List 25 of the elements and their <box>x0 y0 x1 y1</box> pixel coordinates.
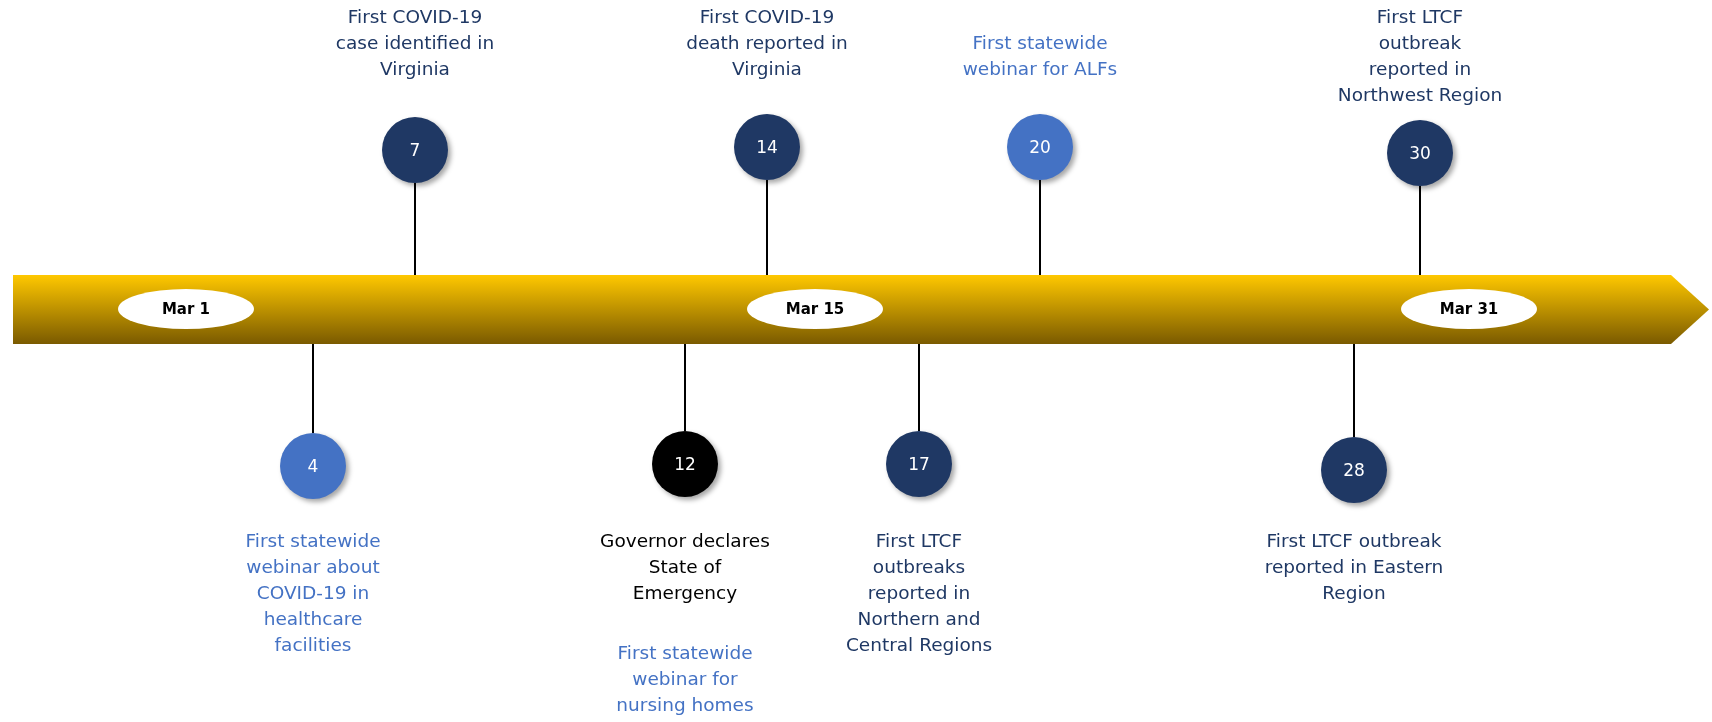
event-description: Governor declares State of Emergency <box>600 529 770 605</box>
event-description: First COVID-19 death reported in Virginia <box>685 5 849 81</box>
event-description: First statewide webinar for nursing homes <box>615 641 755 717</box>
day-circle: 30 <box>1387 120 1453 186</box>
day-circle: 28 <box>1321 437 1387 503</box>
connector-line <box>312 343 314 434</box>
connector-line <box>1039 179 1041 276</box>
connector-line <box>766 179 768 276</box>
event-description: First statewide webinar for ALFs <box>961 31 1119 81</box>
connector-line <box>414 182 416 276</box>
event-description: First LTCF outbreak reported in Northwest Region <box>1337 5 1503 107</box>
event-description: First COVID-19 case identified in Virginia <box>334 5 496 81</box>
connector-line <box>918 343 920 432</box>
day-circle: 20 <box>1007 114 1073 180</box>
event-description: First statewide webinar about COVID-19 in healthcare facilities <box>244 529 382 657</box>
day-circle: 17 <box>886 431 952 497</box>
connector-line <box>684 343 686 432</box>
event-description: First LTCF outbreaks reported in Northern and Central Regions <box>844 529 994 657</box>
connector-line <box>1419 185 1421 276</box>
event-description: First LTCF outbreak reported in Eastern Region <box>1263 529 1445 605</box>
day-circle: 14 <box>734 114 800 180</box>
day-circle: 12 <box>652 431 718 497</box>
day-circle: 4 <box>280 433 346 499</box>
day-circle: 7 <box>382 117 448 183</box>
connector-line <box>1353 343 1355 438</box>
